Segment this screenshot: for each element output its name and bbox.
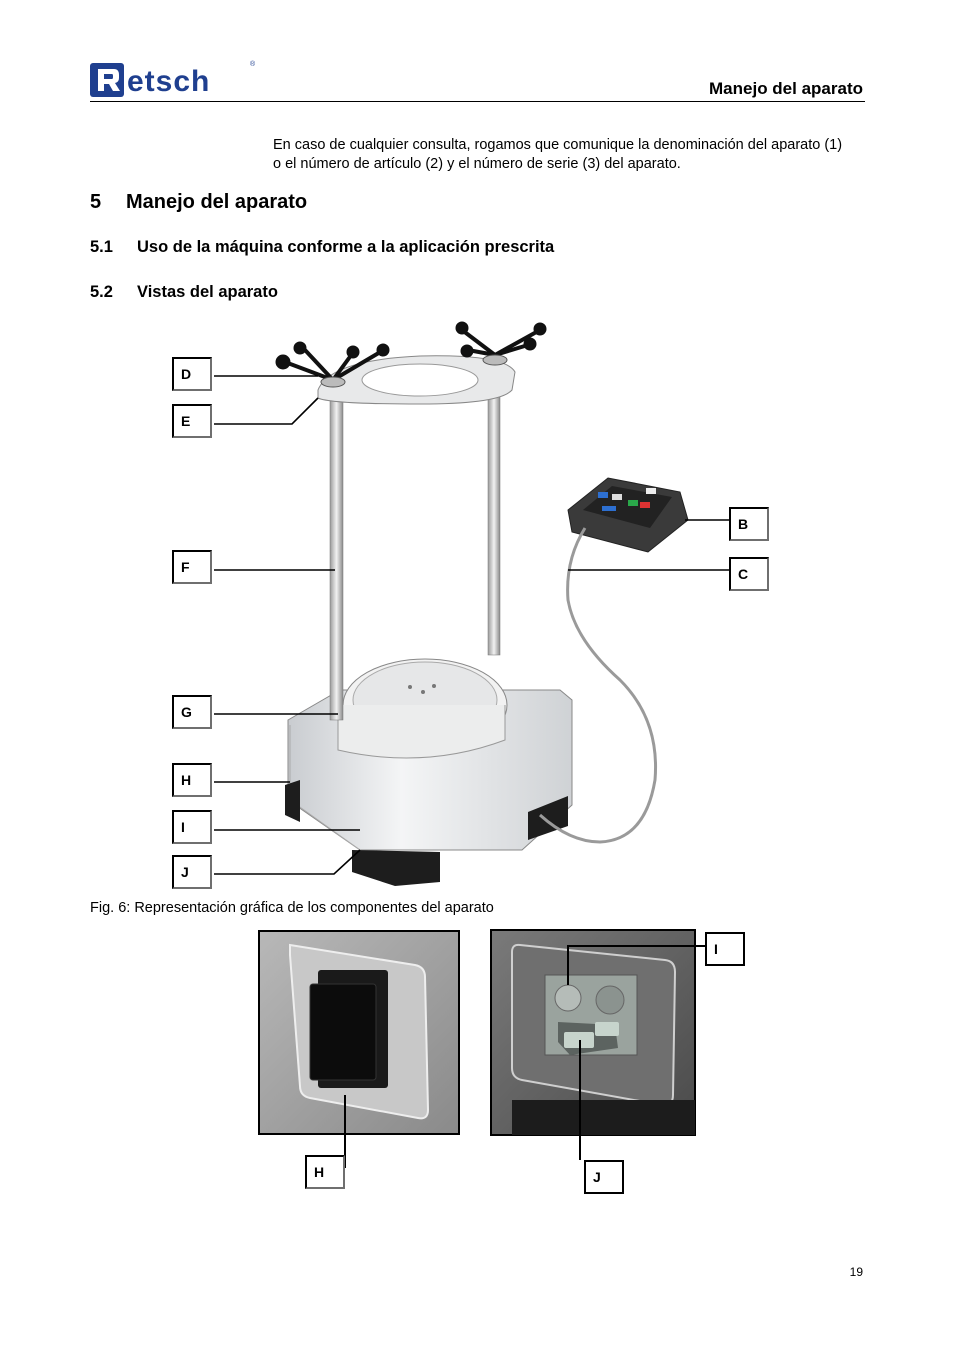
- callout-h: H: [172, 763, 212, 797]
- section-number: 5: [90, 191, 126, 214]
- retsch-logo-graphic: etsch: [90, 63, 258, 97]
- callout-i: I: [172, 810, 212, 844]
- detail-callout-h: H: [305, 1155, 345, 1189]
- callout-d: D: [172, 357, 212, 391]
- detail-callout-i: I: [705, 932, 745, 966]
- callout-e: E: [172, 404, 212, 438]
- header-title: Manejo del aparato: [709, 79, 863, 99]
- subsection-title: Vistas del aparato: [137, 283, 278, 301]
- subsection-title: Uso de la máquina conforme a la aplicaci…: [137, 238, 554, 256]
- callout-c: C: [729, 557, 769, 591]
- section-title: Manejo del aparato: [126, 191, 307, 213]
- callout-f: F: [172, 550, 212, 584]
- intro-paragraph: En caso de cualquier consulta, rogamos q…: [273, 136, 843, 174]
- registered-mark: ®: [250, 61, 255, 68]
- detail-callout-j: J: [584, 1160, 624, 1194]
- figure-caption: Fig. 6: Representación gráfica de los co…: [90, 900, 494, 916]
- header-divider: [90, 101, 865, 102]
- subsection-number: 5.1: [90, 238, 137, 257]
- callout-g: G: [172, 695, 212, 729]
- page-number: 19: [850, 1265, 863, 1279]
- retsch-logo: etsch ®: [90, 63, 258, 97]
- subsection-number: 5.2: [90, 283, 137, 302]
- callout-b: B: [729, 507, 769, 541]
- svg-text:etsch: etsch: [127, 65, 210, 97]
- callout-j: J: [172, 855, 212, 889]
